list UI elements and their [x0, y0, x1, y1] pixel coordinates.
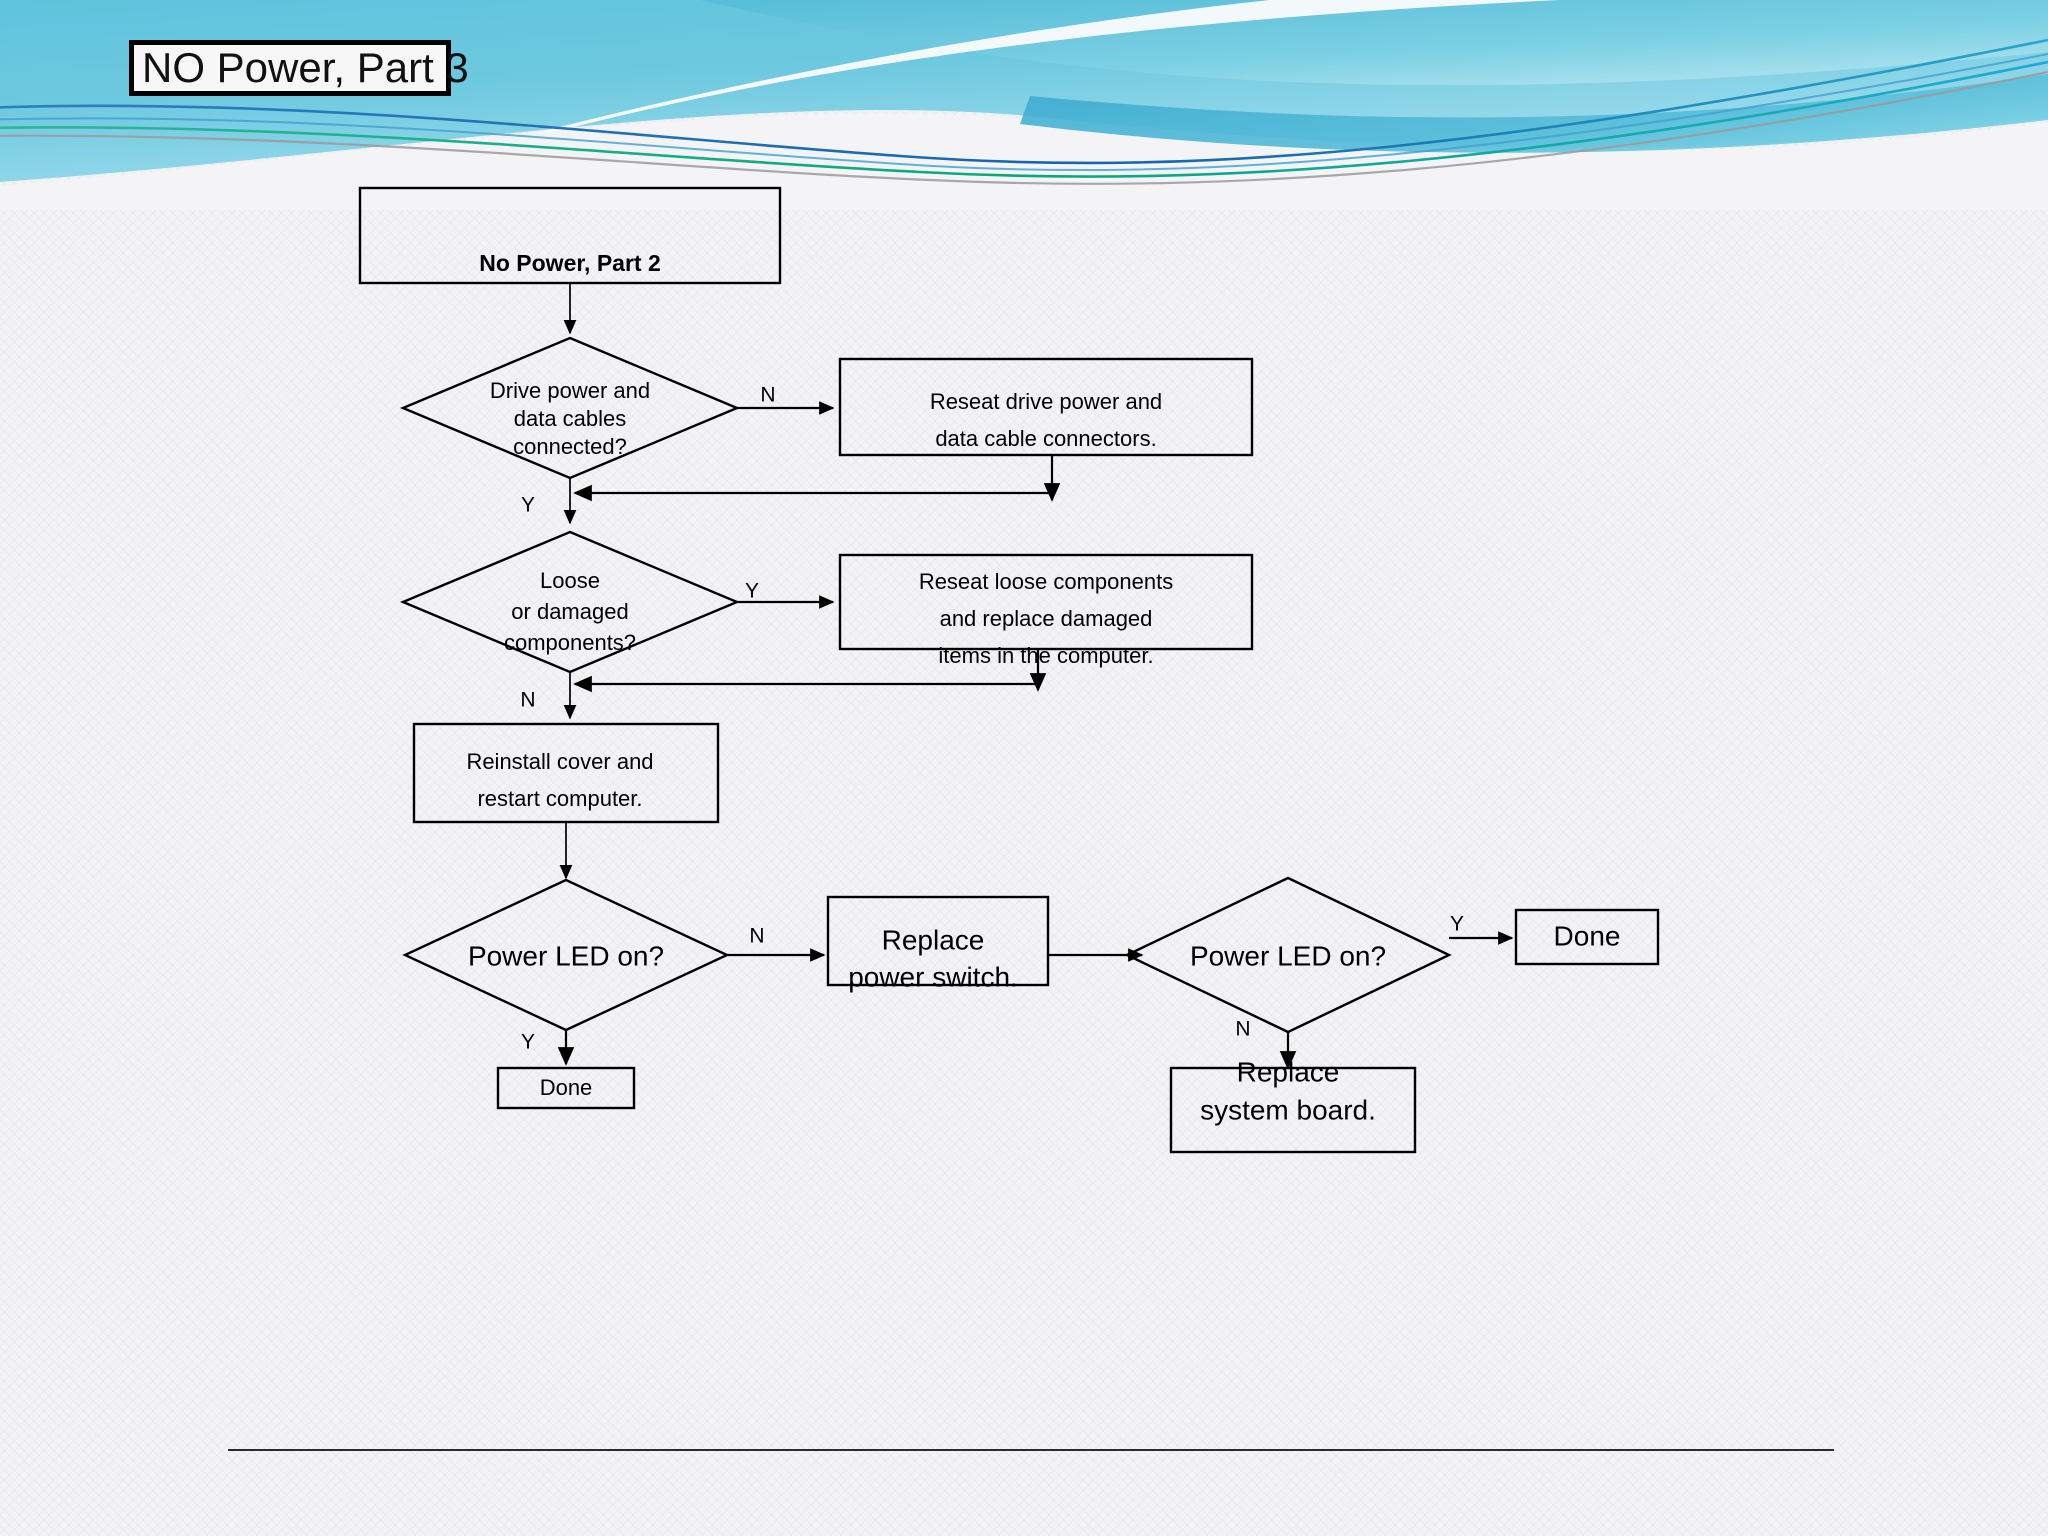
banner-thin-line-blue-2: [0, 53, 2048, 172]
node-decision-components-line-2: or damaged: [511, 599, 628, 624]
node-action-reseat-components-line-2: and replace damaged: [940, 606, 1153, 631]
node-action-reinstall-cover-line-2: restart computer.: [477, 786, 642, 811]
node-action-reseat-cables-line-2: data cable connectors.: [935, 426, 1156, 451]
branch-label-cables-no: N: [760, 384, 775, 407]
banner-thin-line-blue-1: [0, 38, 2048, 165]
node-action-reseat-cables-shape: [838, 357, 1254, 457]
page-title: NO Power, Part 3: [129, 40, 469, 96]
node-decision-cables-line-2: data cables: [514, 406, 627, 431]
node-start-label: No Power, Part 2: [479, 250, 661, 276]
node-action-reseat-components-line-1: Reseat loose components: [919, 569, 1173, 594]
node-action-replace-switch-line-2: power switch.: [848, 961, 1018, 992]
banner-thin-line-gray: [0, 70, 2048, 185]
node-action-replace-switch[interactable]: Replace power switch.: [826, 895, 1050, 992]
banner-blue-accent-band: [1020, 74, 2048, 153]
branch-label-cables-yes: Y: [521, 494, 535, 517]
branch-label-led1-no: N: [749, 925, 764, 948]
node-action-reseat-components[interactable]: Reseat loose components and replace dama…: [838, 553, 1254, 668]
node-action-replace-board[interactable]: Replace system board.: [1169, 1056, 1417, 1154]
node-action-reinstall-cover[interactable]: Reinstall cover and restart computer.: [412, 722, 720, 824]
node-action-reseat-cables[interactable]: Reseat drive power and data cable connec…: [838, 357, 1254, 457]
page-title-text: NO Power, Part 3: [142, 44, 469, 91]
node-action-reseat-components-shape: [838, 553, 1254, 651]
branch-label-led1-yes: Y: [521, 1031, 535, 1054]
node-done-2[interactable]: Done: [1514, 908, 1660, 966]
node-done-2-label: Done: [1554, 920, 1621, 951]
node-action-replace-board-line-1: Replace: [1237, 1056, 1340, 1087]
node-decision-components-line-3: components?: [504, 630, 636, 655]
node-action-replace-board-shape: [1169, 1066, 1417, 1154]
node-decision-led-2-label: Power LED on?: [1190, 940, 1386, 971]
node-done-1-shape: [496, 1066, 636, 1110]
footer-divider: [228, 1449, 1834, 1451]
banner-upper-band: [700, 0, 2048, 86]
node-decision-cables-line-1: Drive power and: [490, 378, 650, 403]
node-decision-components[interactable]: Loose or damaged components?: [399, 530, 741, 674]
node-done-1-label: Done: [540, 1075, 593, 1100]
branch-label-components-no: N: [520, 689, 535, 712]
node-action-reseat-cables-line-1: Reseat drive power and: [930, 389, 1162, 414]
node-action-reseat-components-line-3: items in the computer.: [938, 643, 1153, 668]
node-action-replace-board-line-2: system board.: [1200, 1094, 1376, 1125]
node-action-replace-switch-line-1: Replace: [882, 924, 985, 955]
node-action-reinstall-cover-line-1: Reinstall cover and: [466, 749, 653, 774]
node-start[interactable]: No Power, Part 2: [358, 186, 782, 285]
node-decision-cables[interactable]: Drive power and data cables connected?: [399, 336, 741, 480]
branch-label-led2-yes: Y: [1450, 913, 1464, 936]
node-decision-cables-line-3: connected?: [513, 434, 627, 459]
node-decision-components-line-1: Loose: [540, 568, 600, 593]
branch-label-led2-no: N: [1235, 1018, 1250, 1041]
banner-thin-line-green: [0, 60, 2048, 178]
node-decision-led-1[interactable]: Power LED on?: [402, 878, 730, 1032]
node-done-2-shape: [1514, 908, 1660, 966]
header-banner-graphic: [0, 0, 2048, 210]
node-decision-led-2[interactable]: Power LED on?: [1124, 876, 1452, 1034]
branch-label-components-yes: Y: [745, 580, 759, 603]
node-done-1[interactable]: Done: [496, 1066, 636, 1110]
node-action-replace-switch-shape: [826, 895, 1050, 987]
node-decision-led-1-label: Power LED on?: [468, 940, 664, 971]
